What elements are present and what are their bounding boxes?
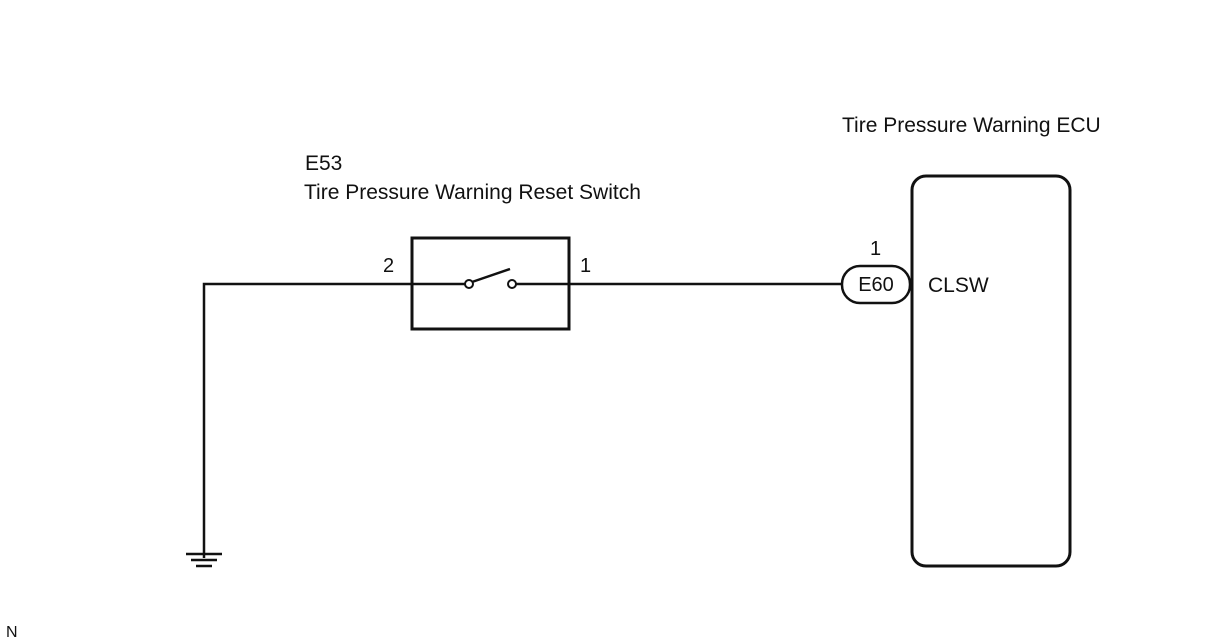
switch-connector-code: E53	[305, 152, 342, 175]
ground-wire	[202, 282, 412, 558]
ecu-name: Tire Pressure Warning ECU	[842, 114, 1101, 137]
switch-name: Tire Pressure Warning Reset Switch	[304, 181, 641, 204]
open-switch-icon	[464, 267, 517, 289]
switch-pin-1: 1	[580, 255, 591, 277]
ecu-terminal-label: CLSW	[928, 274, 989, 297]
ecu-connector-code: E60	[858, 274, 894, 296]
ecu-connector	[840, 264, 912, 305]
ecu-box	[910, 174, 1072, 568]
switch-pin-2: 2	[383, 255, 394, 277]
ground-symbol-icon	[186, 552, 222, 568]
ecu-pin-1: 1	[870, 238, 881, 260]
footer-mark: N	[6, 624, 18, 641]
